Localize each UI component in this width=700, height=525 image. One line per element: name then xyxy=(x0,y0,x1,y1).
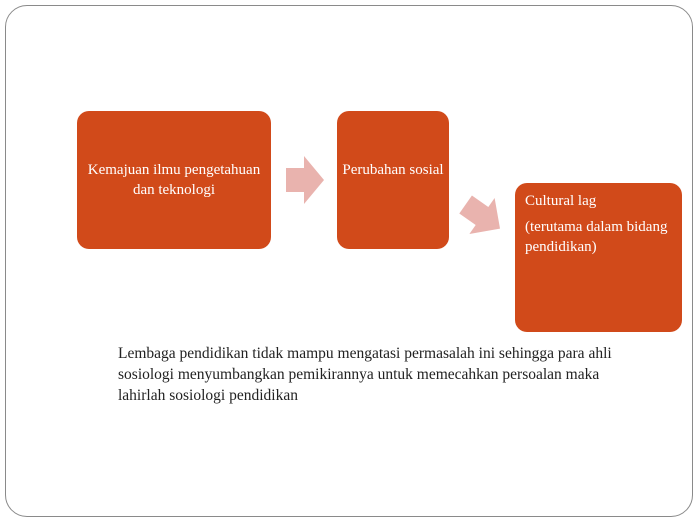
arrow-right-icon xyxy=(286,156,324,204)
box-cultural-lag: Cultural lag (terutama dalam bidang pend… xyxy=(515,183,682,332)
arrow-diagonal-icon xyxy=(459,195,501,235)
box-kemajuan-ilmu-label: Kemajuan ilmu pengetahuan dan teknologi xyxy=(87,162,261,198)
box-perubahan-sosial-label: Perubahan sosial xyxy=(342,162,444,178)
box-cultural-lag-subtitle: (terutama dalam bidang pendidikan) xyxy=(525,219,668,255)
box-perubahan-sosial: Perubahan sosial xyxy=(337,111,449,249)
box-cultural-lag-title: Cultural lag xyxy=(525,193,597,209)
caption-text: Lembaga pendidikan tidak mampu mengatasi… xyxy=(118,345,612,404)
box-kemajuan-ilmu: Kemajuan ilmu pengetahuan dan teknologi xyxy=(77,111,271,249)
